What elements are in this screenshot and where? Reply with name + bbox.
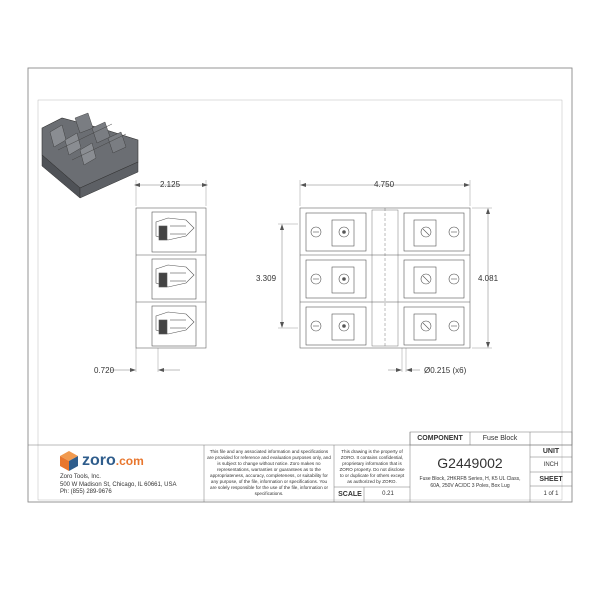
unit-label: UNIT	[542, 448, 560, 455]
company-address: Zoro Tools, Inc. 500 W Madison St, Chica…	[60, 474, 177, 497]
address-line-2: 500 W Madison St, Chicago, IL 60661, USA	[60, 481, 177, 488]
dim-side-width: 2.125	[160, 180, 181, 189]
title-block-lines	[28, 431, 573, 502]
pole-row-1	[305, 212, 465, 252]
part-description: Fuse Block, 2HKRFB Series, H, K5 UL Clas…	[419, 476, 521, 489]
scale-label: SCALE	[338, 491, 362, 498]
component-label: COMPONENT	[417, 435, 463, 442]
inner-frame	[37, 99, 563, 501]
dim-front-height-inner: 3.309	[256, 274, 277, 283]
unit-value: INCH	[543, 462, 559, 468]
component-value: Fuse Block	[482, 435, 518, 442]
sheet-label: SHEET	[539, 476, 563, 483]
side-view	[110, 180, 208, 372]
pole-row-2	[305, 259, 465, 299]
dim-front-width: 4.750	[374, 180, 395, 189]
sheet-value: 1 of 1	[543, 491, 559, 497]
brand-domain: .com	[115, 454, 144, 468]
zoro-logo-icon	[60, 451, 78, 471]
dim-hole-diameter: Ø0.215 (x6)	[424, 366, 467, 375]
disclaimer-text: This file and any associated information…	[207, 449, 331, 496]
brand-logo: zoro.com	[82, 452, 144, 470]
brand-name: zoro	[82, 452, 116, 469]
dim-front-height-outer: 4.081	[478, 274, 499, 283]
scale-value: 0.21	[382, 491, 394, 497]
pole-row-3	[305, 306, 465, 346]
address-line-3: Ph: (855) 289-9676	[60, 489, 112, 495]
dim-side-offset: 0.720	[94, 366, 115, 375]
part-number: G2449002	[437, 455, 503, 471]
confidential-text: This drawing is the property of ZORO. It…	[339, 449, 405, 484]
front-view	[278, 180, 492, 372]
isometric-fuse-block	[41, 112, 139, 199]
address-line-1: Zoro Tools, Inc.	[60, 474, 101, 480]
